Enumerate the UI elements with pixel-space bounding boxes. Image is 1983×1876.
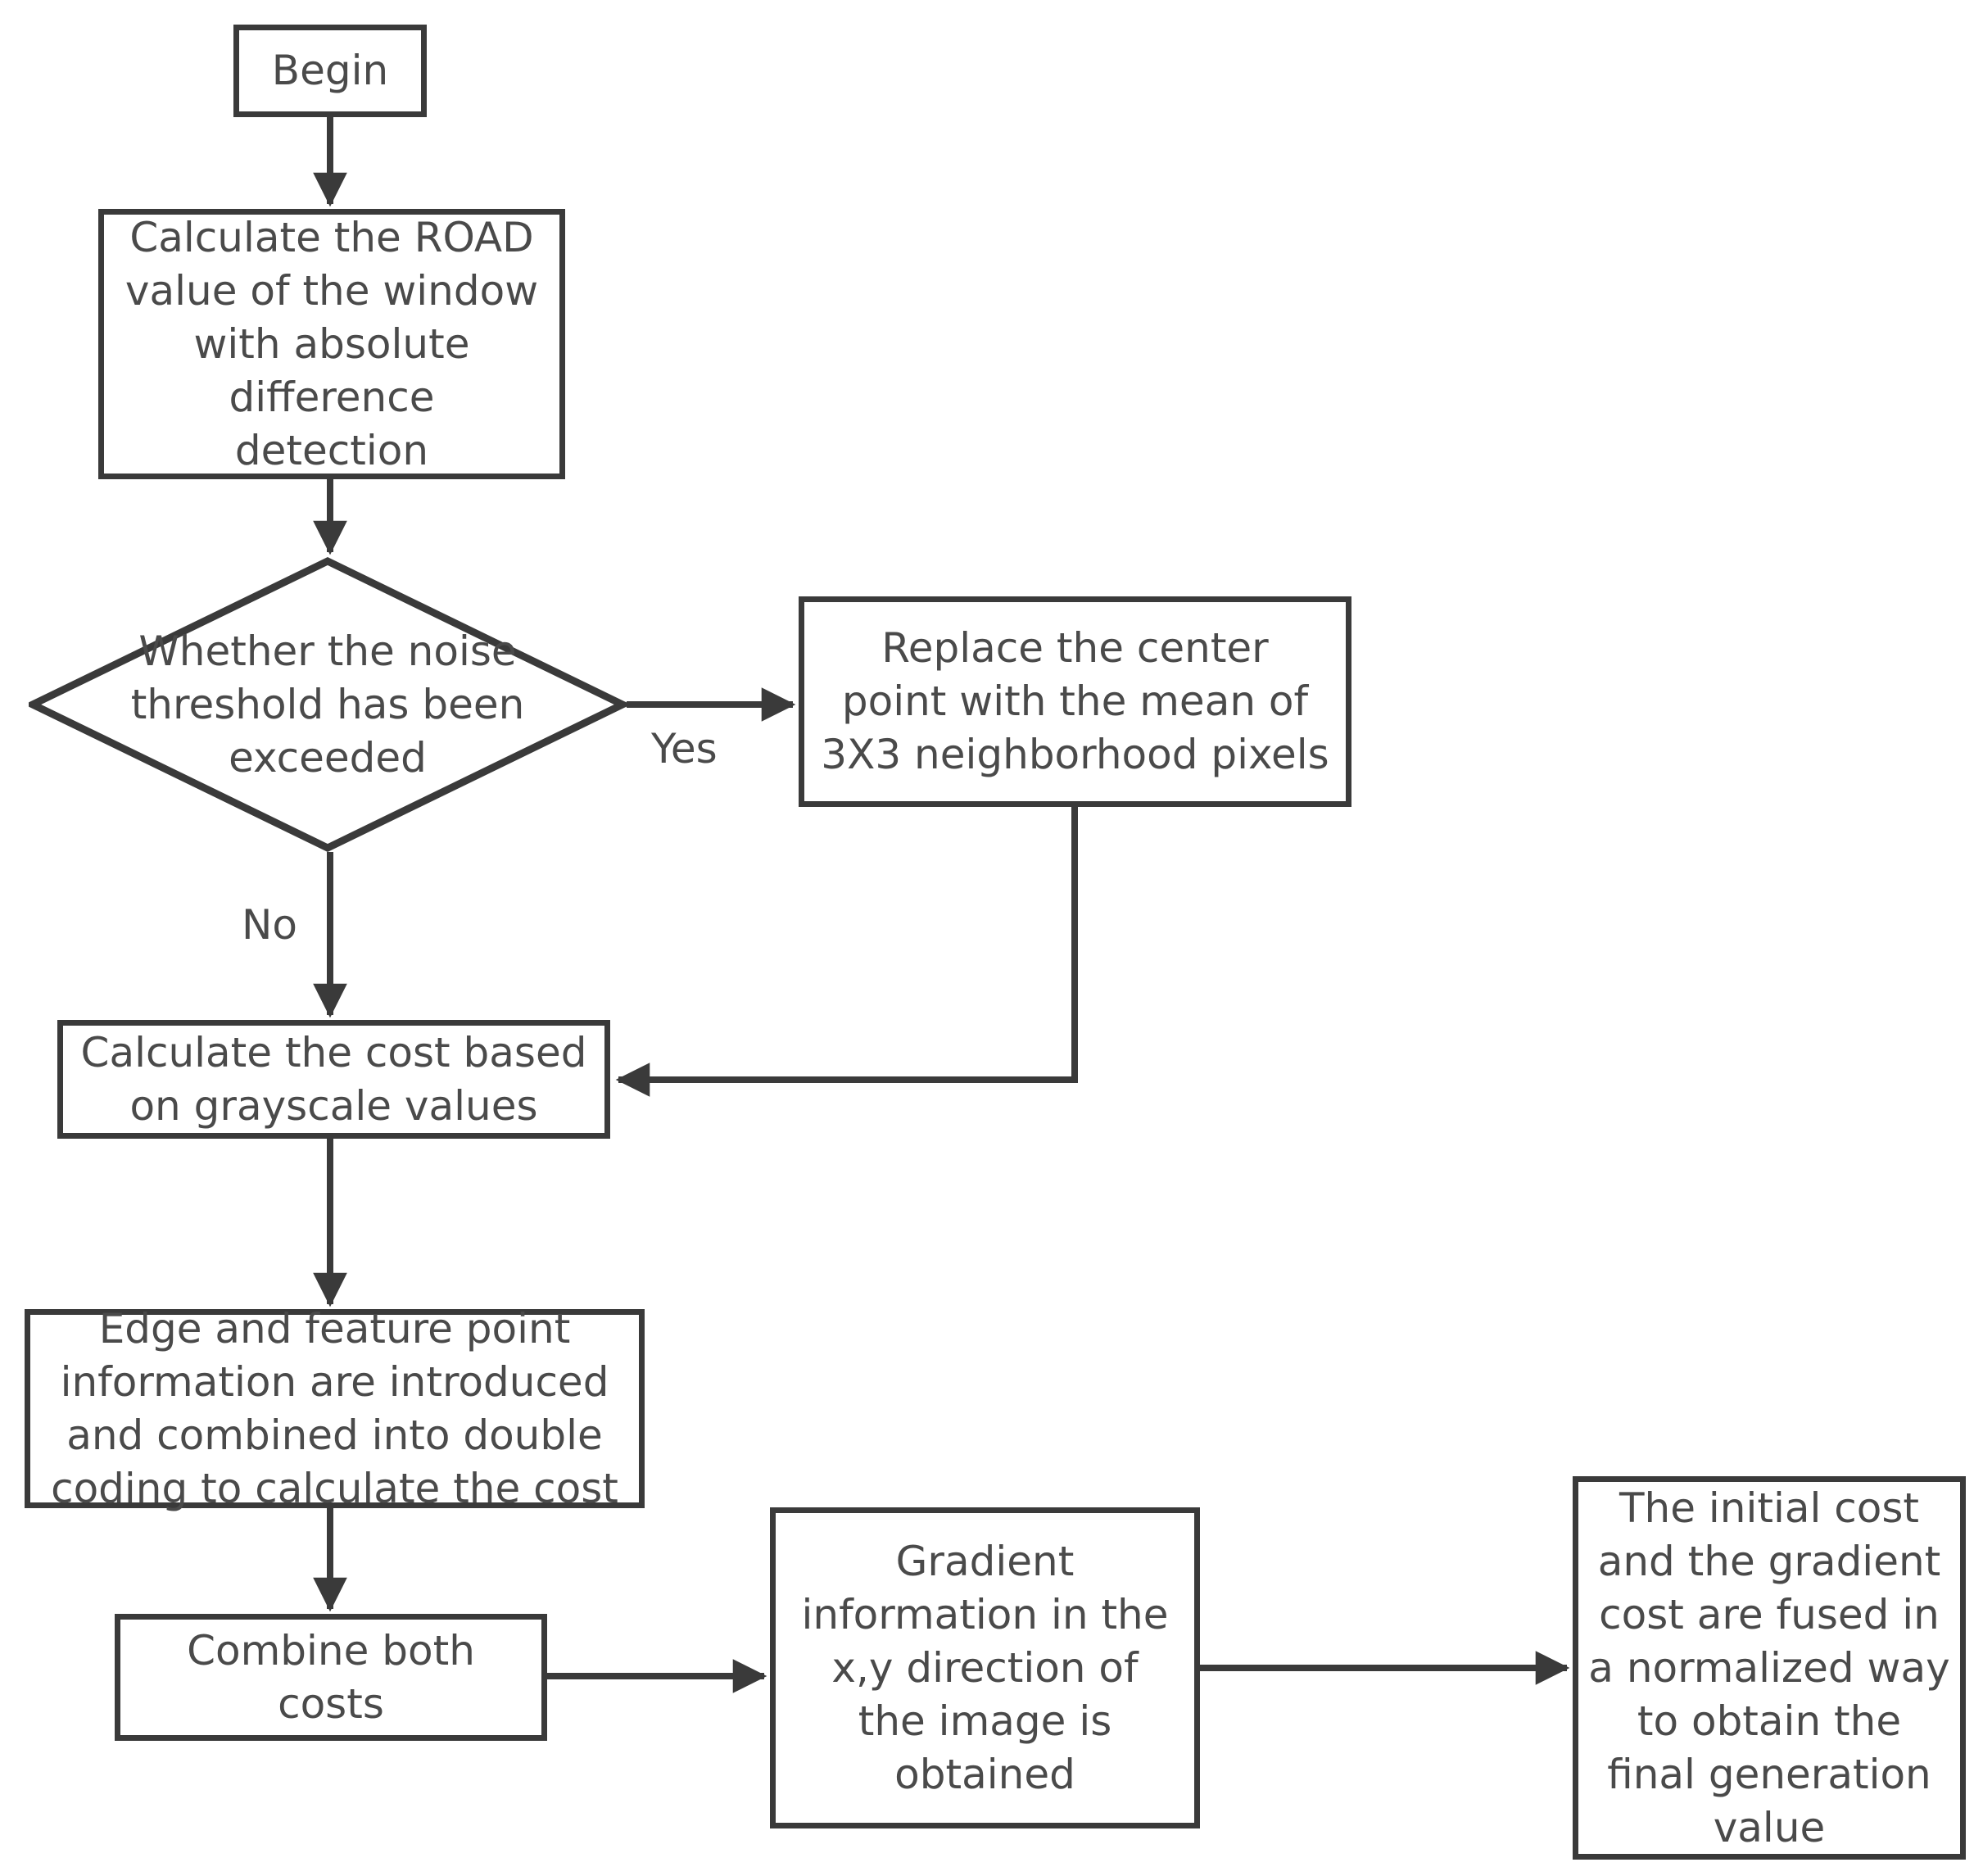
node-begin[interactable]: Begin [233, 25, 427, 117]
connector-replace-to-grayscale [615, 807, 1078, 1097]
node-final-generation-value[interactable]: The initial cost and the gradient cost a… [1573, 1476, 1966, 1860]
node-combine-both-costs[interactable]: Combine both costs [115, 1614, 547, 1741]
edge-label-no: No [242, 901, 297, 949]
diamond-shape [29, 557, 627, 852]
node-edge-feature-double-coding[interactable]: Edge and feature point information are i… [25, 1305, 645, 1512]
node-replace-center-point[interactable]: Replace the center point with the mean o… [799, 596, 1351, 807]
node-calculate-road-value[interactable]: Calculate the ROAD value of the window w… [98, 209, 565, 479]
node-noise-threshold-decision[interactable]: Whether the noise threshold has been exc… [29, 557, 627, 852]
edge-label-yes: Yes [651, 725, 718, 773]
node-gradient-information[interactable]: Gradient information in the x,y directio… [770, 1507, 1200, 1828]
node-calculate-cost-grayscale[interactable]: Calculate the cost based on grayscale va… [57, 1020, 610, 1139]
